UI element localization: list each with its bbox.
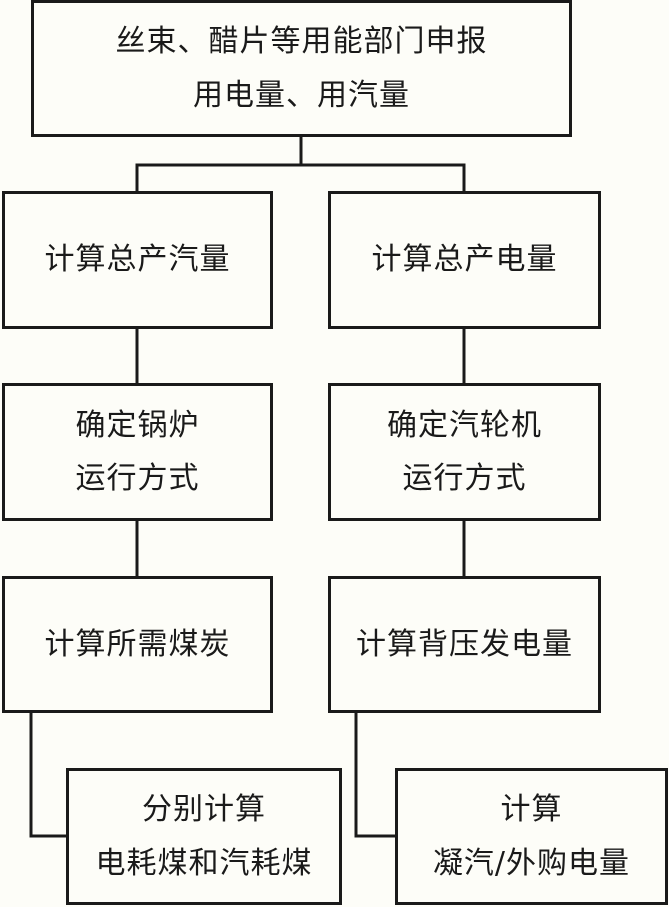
connector-coal-split — [29, 711, 68, 838]
node-boiler-mode: 确定锅炉 运行方式 — [2, 383, 273, 521]
node-report-demand-line-2: 用电量、用汽量 — [193, 77, 410, 113]
node-total-steam: 计算总产汽量 — [2, 191, 273, 329]
node-split-coal-line-1: 分别计算 — [142, 792, 266, 828]
node-backpressure-power-label: 计算背压发电量 — [356, 626, 573, 662]
node-turbine-mode-line-2: 运行方式 — [402, 461, 527, 496]
node-turbine-mode: 确定汽轮机 运行方式 — [328, 383, 601, 521]
node-boiler-mode-line-2: 运行方式 — [75, 461, 200, 496]
node-required-coal: 计算所需煤炭 — [2, 576, 273, 713]
node-total-steam-label: 计算总产汽量 — [44, 242, 231, 278]
node-condensing-power-line-1: 计算 — [500, 792, 563, 828]
node-backpressure-power: 计算背压发电量 — [328, 576, 601, 713]
node-report-demand-line-1: 丝束、醋片等用能部门申报 — [115, 24, 488, 60]
node-total-power-label: 计算总产电量 — [371, 242, 558, 278]
node-condensing-power-line-2: 凝汽/外购电量 — [432, 845, 631, 881]
node-report-demand: 丝束、醋片等用能部门申报 用电量、用汽量 — [31, 0, 572, 137]
node-turbine-mode-line-1: 确定汽轮机 — [387, 407, 542, 443]
node-split-coal-line-2: 电耗煤和汽耗煤 — [95, 845, 313, 881]
node-total-power: 计算总产电量 — [328, 191, 601, 329]
node-condensing-power: 计算 凝汽/外购电量 — [395, 768, 668, 905]
node-required-coal-label: 计算所需煤炭 — [44, 626, 231, 662]
connector-back-cond — [354, 711, 397, 838]
node-boiler-mode-line-1: 确定锅炉 — [75, 407, 200, 443]
node-split-coal: 分别计算 电耗煤和汽耗煤 — [66, 768, 342, 905]
